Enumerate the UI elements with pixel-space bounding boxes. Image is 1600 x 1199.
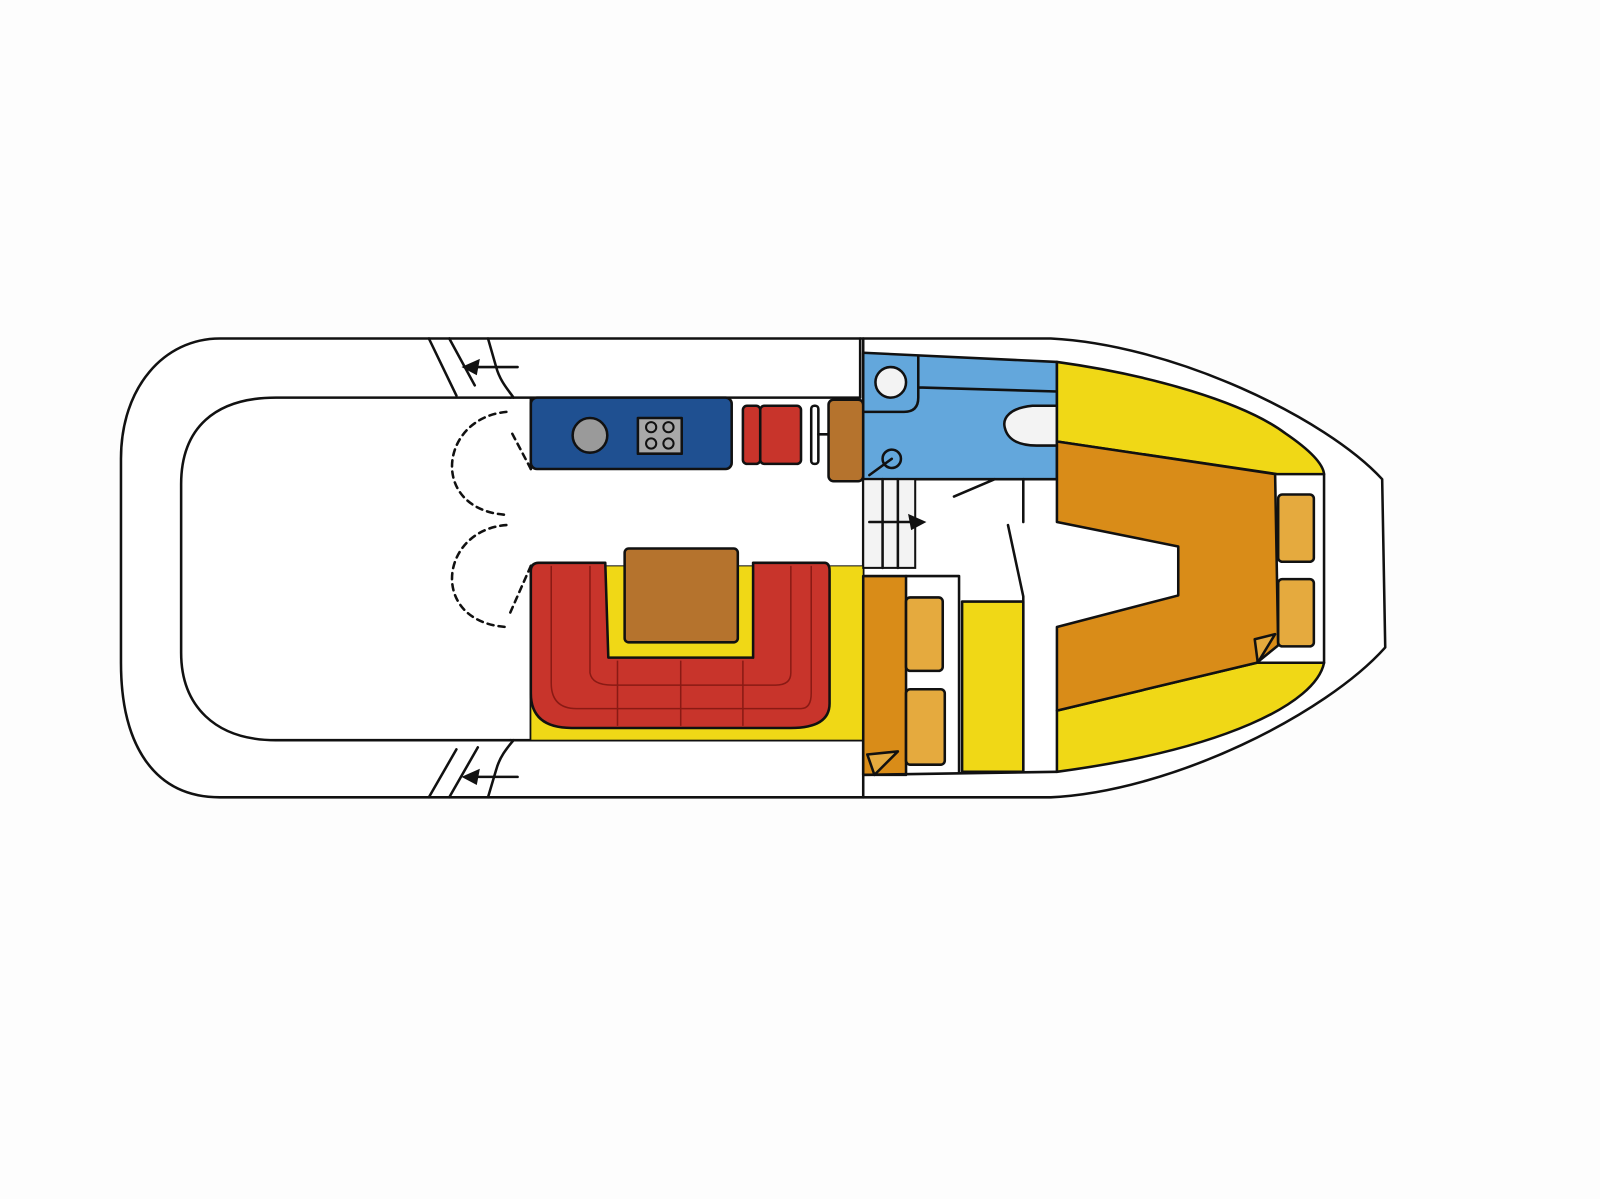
door-swing-top — [450, 410, 533, 517]
aft-cabin-bunk — [960, 600, 1025, 774]
forward-cushion — [1276, 493, 1316, 564]
forward-cushion — [1276, 577, 1316, 648]
helm-console — [827, 398, 865, 483]
aft-cabin-cushion — [904, 687, 947, 766]
aft-cabin-cushion — [904, 596, 945, 673]
hob-icon — [636, 416, 684, 455]
companionway-steps — [862, 478, 917, 569]
step-lines — [881, 477, 900, 570]
dinette-u-seat — [529, 561, 831, 730]
berth-fold-corner — [866, 750, 900, 777]
arrow-head-icon — [461, 358, 480, 376]
dinette-table — [623, 547, 740, 644]
door-swing-bottom — [450, 523, 533, 629]
arrow-head-icon — [908, 513, 927, 531]
forward-shelf-bottom — [1055, 661, 1326, 774]
helm-seat-back — [741, 404, 762, 466]
galley-counter — [529, 396, 733, 471]
arrow-head-icon — [461, 768, 480, 786]
helm-seat — [758, 404, 803, 466]
v-berth — [1055, 440, 1280, 712]
dinette-cushion-seams — [550, 565, 812, 726]
forward-shelf-top — [1055, 360, 1326, 476]
cockpit-outline — [179, 396, 512, 742]
vanity-counter — [861, 355, 1059, 414]
berth-fold-corner — [1253, 632, 1277, 664]
aft-cabin-berth — [861, 574, 908, 777]
hob-burners — [645, 421, 675, 450]
toilet-icon — [1003, 404, 1059, 447]
shower-drain-icon — [881, 448, 903, 470]
sink-icon — [571, 416, 609, 454]
washbasin-icon — [874, 365, 908, 399]
shower-drain-line — [868, 457, 894, 477]
side-deck-steps-bottom — [427, 738, 515, 799]
aft-cabin-bottom-wall — [861, 770, 1059, 777]
